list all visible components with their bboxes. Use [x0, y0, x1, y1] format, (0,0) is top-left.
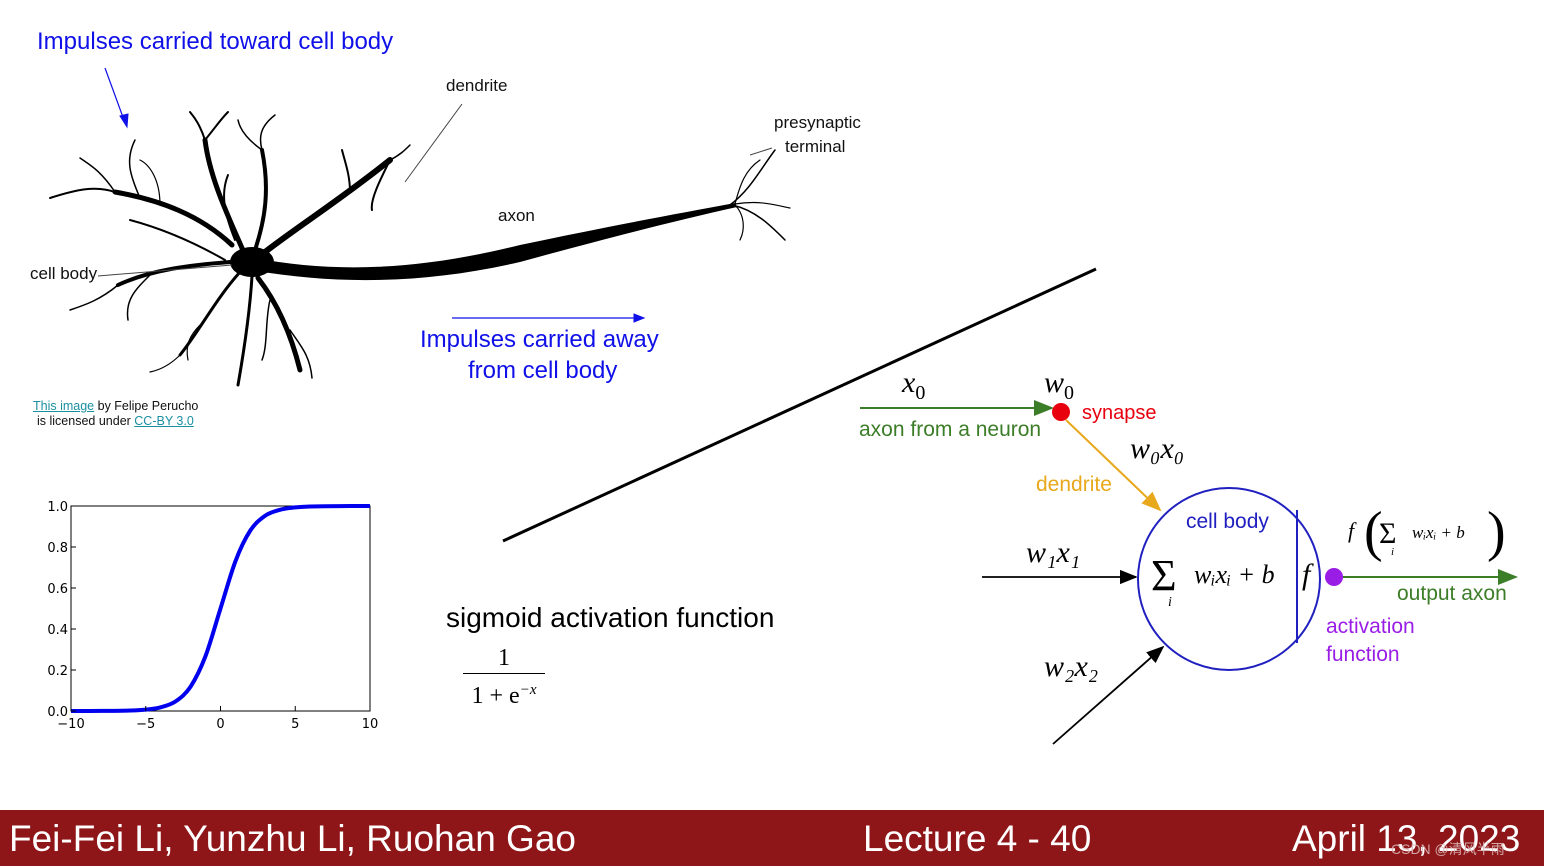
- csdn-watermark: CSDN @清风半雨: [1391, 841, 1505, 857]
- y-tick-label: 1.0: [47, 500, 68, 515]
- y-tick-label: 0.6: [47, 582, 68, 597]
- impulses-toward-label: Impulses carried toward cell body: [37, 28, 394, 55]
- dendrite-label: dendrite: [446, 76, 508, 95]
- sigmoid-formula: 1 1 + e−x: [463, 645, 545, 710]
- cell-body-shape: [230, 247, 274, 277]
- arrow-away-icon: [452, 313, 646, 323]
- x-tick-label: 5: [291, 717, 299, 732]
- credit-license-text: is licensed under: [37, 414, 135, 428]
- impulses-away-label-line2: from cell body: [468, 357, 618, 384]
- y-tick-label: 0.4: [47, 623, 68, 638]
- synapse-label: synapse: [1082, 402, 1157, 424]
- dendrite-arrow: [1065, 419, 1162, 512]
- image-credit: This image by Felipe Perucho is licensed…: [33, 399, 198, 429]
- y-tick-label: 0.2: [47, 664, 68, 679]
- formula-numerator: 1: [498, 645, 510, 671]
- w1x1-label: w₁x₁: [1026, 536, 1081, 569]
- sum-symbol: Σ: [1151, 551, 1177, 600]
- output-sum-symbol: Σ: [1379, 517, 1396, 550]
- credit-author: by Felipe Perucho: [94, 399, 199, 413]
- footer-date: April 13, 2023: [1292, 818, 1521, 859]
- output-paren-right: ): [1487, 501, 1506, 563]
- cell-body-circle: [1137, 487, 1321, 671]
- w2x2-label: w₂x₂: [1044, 650, 1099, 683]
- w2x2-arrow: [1052, 645, 1165, 745]
- formula-denominator: 1 + e: [471, 683, 520, 709]
- x0-label: x0: [902, 366, 926, 404]
- cell-body-callout-line: [97, 264, 233, 277]
- activation-f-symbol: f: [1302, 558, 1311, 591]
- y-tick-label: 0.8: [47, 541, 68, 556]
- math-neuron-diagram: Σ ( Σ ): [860, 400, 1518, 745]
- output-f-symbol: f: [1348, 518, 1355, 543]
- dendrite-model-label: dendrite: [1036, 473, 1112, 496]
- sigmoid-plot: −10 −5 0 5 10 0.0 0.2 0.4 0.6 0.8 1.0: [47, 500, 379, 732]
- activation-dot: [1325, 568, 1343, 586]
- formula-fraction-bar: [463, 673, 545, 674]
- impulses-away-label-line1: Impulses carried away: [420, 326, 659, 353]
- terminal-callout-line: [749, 147, 773, 156]
- output-expression: wᵢxᵢ + b: [1412, 523, 1465, 542]
- cell-body-model-label: cell body: [1186, 510, 1269, 533]
- dendrite-branches: [49, 111, 791, 387]
- x-tick-label: −5: [136, 717, 155, 732]
- w0-label: w0: [1044, 366, 1075, 404]
- arrow-toward-icon: [104, 67, 129, 129]
- formula-exponent: −x: [519, 682, 537, 698]
- axon-from-neuron-label: axon from a neuron: [859, 418, 1042, 441]
- output-axon-label: output axon: [1397, 582, 1507, 605]
- output-sum-index: i: [1391, 546, 1395, 558]
- x-tick-label: 10: [362, 717, 379, 732]
- synapse-dot: [1052, 403, 1070, 421]
- license-link[interactable]: CC-BY 3.0: [134, 414, 194, 428]
- footer-lecture: Lecture 4 - 40: [863, 818, 1092, 859]
- activation-label-line2: function: [1326, 643, 1400, 666]
- image-credit-link[interactable]: This image: [33, 399, 95, 413]
- presynaptic-label: presynaptic: [774, 113, 861, 132]
- output-paren-left: (: [1364, 501, 1383, 563]
- sum-index: i: [1168, 595, 1172, 610]
- axon-shape: [240, 203, 737, 281]
- x-tick-label: 0: [216, 717, 224, 732]
- footer-authors: Fei-Fei Li, Yunzhu Li, Ruohan Gao: [9, 818, 576, 859]
- cell-body-label: cell body: [30, 264, 98, 283]
- w0x0-label: w₀x₀: [1130, 432, 1185, 465]
- sigmoid-curve: [70, 504, 371, 713]
- activation-label-line1: activation: [1326, 615, 1415, 638]
- x-tick-label: −10: [57, 717, 84, 732]
- y-tick-label: 0.0: [47, 705, 68, 720]
- sum-expression: wᵢxᵢ + b: [1194, 560, 1275, 589]
- slide-footer: Fei-Fei Li, Yunzhu Li, Ruohan Gao Lectur…: [0, 810, 1544, 866]
- sigmoid-title: sigmoid activation function: [446, 602, 775, 633]
- terminal-label: terminal: [785, 137, 846, 156]
- neuron-drawing: [49, 67, 791, 387]
- axon-label: axon: [498, 206, 535, 225]
- dendrite-callout-line: [404, 103, 463, 183]
